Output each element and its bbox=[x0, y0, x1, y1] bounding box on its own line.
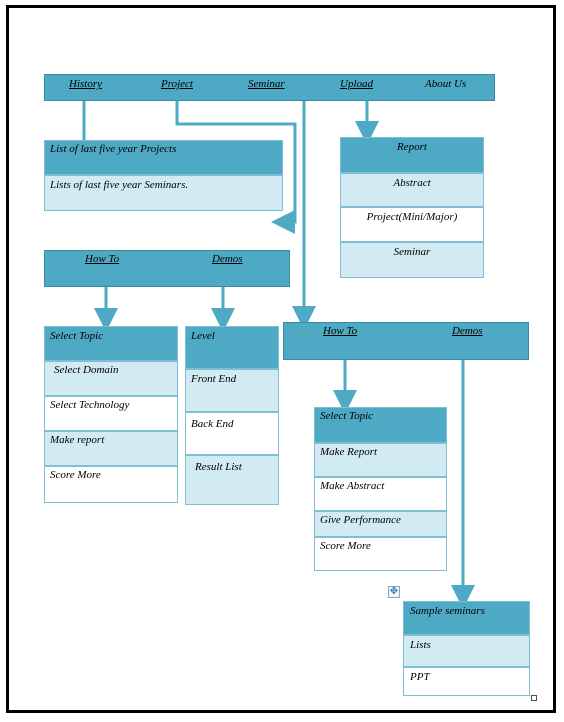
project-demos-item: Back End bbox=[191, 418, 234, 430]
seminar-subnav-bar bbox=[283, 322, 529, 360]
report-item-project: Project(Mini/Major) bbox=[366, 211, 458, 223]
history-projects-cell bbox=[44, 140, 283, 175]
project-howto-item: Select Topic bbox=[50, 330, 104, 342]
resize-handle-icon[interactable] bbox=[531, 695, 537, 701]
history-seminars-label: Lists of last five year Seminars. bbox=[50, 179, 189, 191]
seminar-howto-link[interactable]: How To bbox=[323, 325, 358, 337]
seminar-demos-item-cell bbox=[403, 635, 530, 667]
seminar-howto-item: Make Abstract bbox=[320, 480, 385, 492]
seminar-demos-item-cell bbox=[403, 667, 530, 696]
report-item-abstract: Abstract bbox=[393, 177, 431, 189]
seminar-demos-item-cell bbox=[403, 601, 530, 635]
project-demos-item: Result List bbox=[195, 461, 242, 473]
seminar-howto-item: Select Topic bbox=[320, 410, 374, 422]
nav-history-link[interactable]: History bbox=[69, 78, 102, 90]
project-demos-item-cell bbox=[185, 455, 279, 505]
report-header-cell bbox=[340, 137, 484, 173]
nav-upload-link[interactable]: Upload bbox=[340, 78, 373, 90]
seminar-demos-item: PPT bbox=[410, 671, 430, 683]
project-howto-item: Make report bbox=[50, 434, 105, 446]
seminar-howto-item-cell bbox=[314, 511, 447, 537]
project-howto-item-cell bbox=[44, 431, 178, 466]
move-anchor-icon[interactable]: ✥ bbox=[388, 586, 400, 598]
nav-seminar-link[interactable]: Seminar bbox=[248, 78, 285, 90]
top-nav-bar bbox=[44, 74, 495, 101]
project-subnav-bar bbox=[44, 250, 290, 287]
seminar-howto-item-cell bbox=[314, 407, 447, 443]
project-demos-link[interactable]: Demos bbox=[212, 253, 243, 265]
seminar-howto-item-cell bbox=[314, 537, 447, 571]
report-item-cell bbox=[340, 173, 484, 207]
seminar-howto-item: Score More bbox=[320, 540, 371, 552]
project-demos-item-cell bbox=[185, 369, 279, 412]
seminar-howto-item-cell bbox=[314, 443, 447, 477]
project-howto-link[interactable]: How To bbox=[85, 253, 120, 265]
seminar-demos-item: Lists bbox=[410, 639, 431, 651]
project-demos-item: Front End bbox=[191, 373, 237, 385]
seminar-howto-item-cell bbox=[314, 477, 447, 511]
project-howto-item: Select Technology bbox=[50, 399, 130, 411]
project-howto-item: Select Domain bbox=[54, 364, 119, 376]
history-seminars-cell bbox=[44, 175, 283, 211]
project-howto-item-cell bbox=[44, 466, 178, 503]
report-title: Report bbox=[397, 141, 427, 153]
project-connector bbox=[175, 100, 297, 234]
project-howto-item-cell bbox=[44, 396, 178, 431]
nav-about-us-link[interactable]: About Us bbox=[425, 78, 467, 90]
project-demos-item-cell bbox=[185, 326, 279, 369]
seminar-demos-item: Sample seminars bbox=[410, 605, 485, 617]
report-item-cell bbox=[340, 242, 484, 278]
seminar-howto-item: Give Performance bbox=[320, 514, 401, 526]
project-howto-item: Score More bbox=[50, 469, 101, 481]
project-howto-item-cell bbox=[44, 326, 178, 361]
project-howto-item-cell bbox=[44, 361, 178, 396]
seminar-howto-item: Make Report bbox=[320, 446, 378, 458]
report-item-seminar: Seminar bbox=[393, 246, 431, 258]
project-demos-item: Level bbox=[191, 330, 215, 342]
nav-project-link[interactable]: Project bbox=[161, 78, 193, 90]
seminar-demos-link[interactable]: Demos bbox=[452, 325, 483, 337]
report-item-cell bbox=[340, 207, 484, 242]
project-demos-item-cell bbox=[185, 412, 279, 455]
history-projects-label: List of last five year Projects bbox=[50, 143, 177, 155]
